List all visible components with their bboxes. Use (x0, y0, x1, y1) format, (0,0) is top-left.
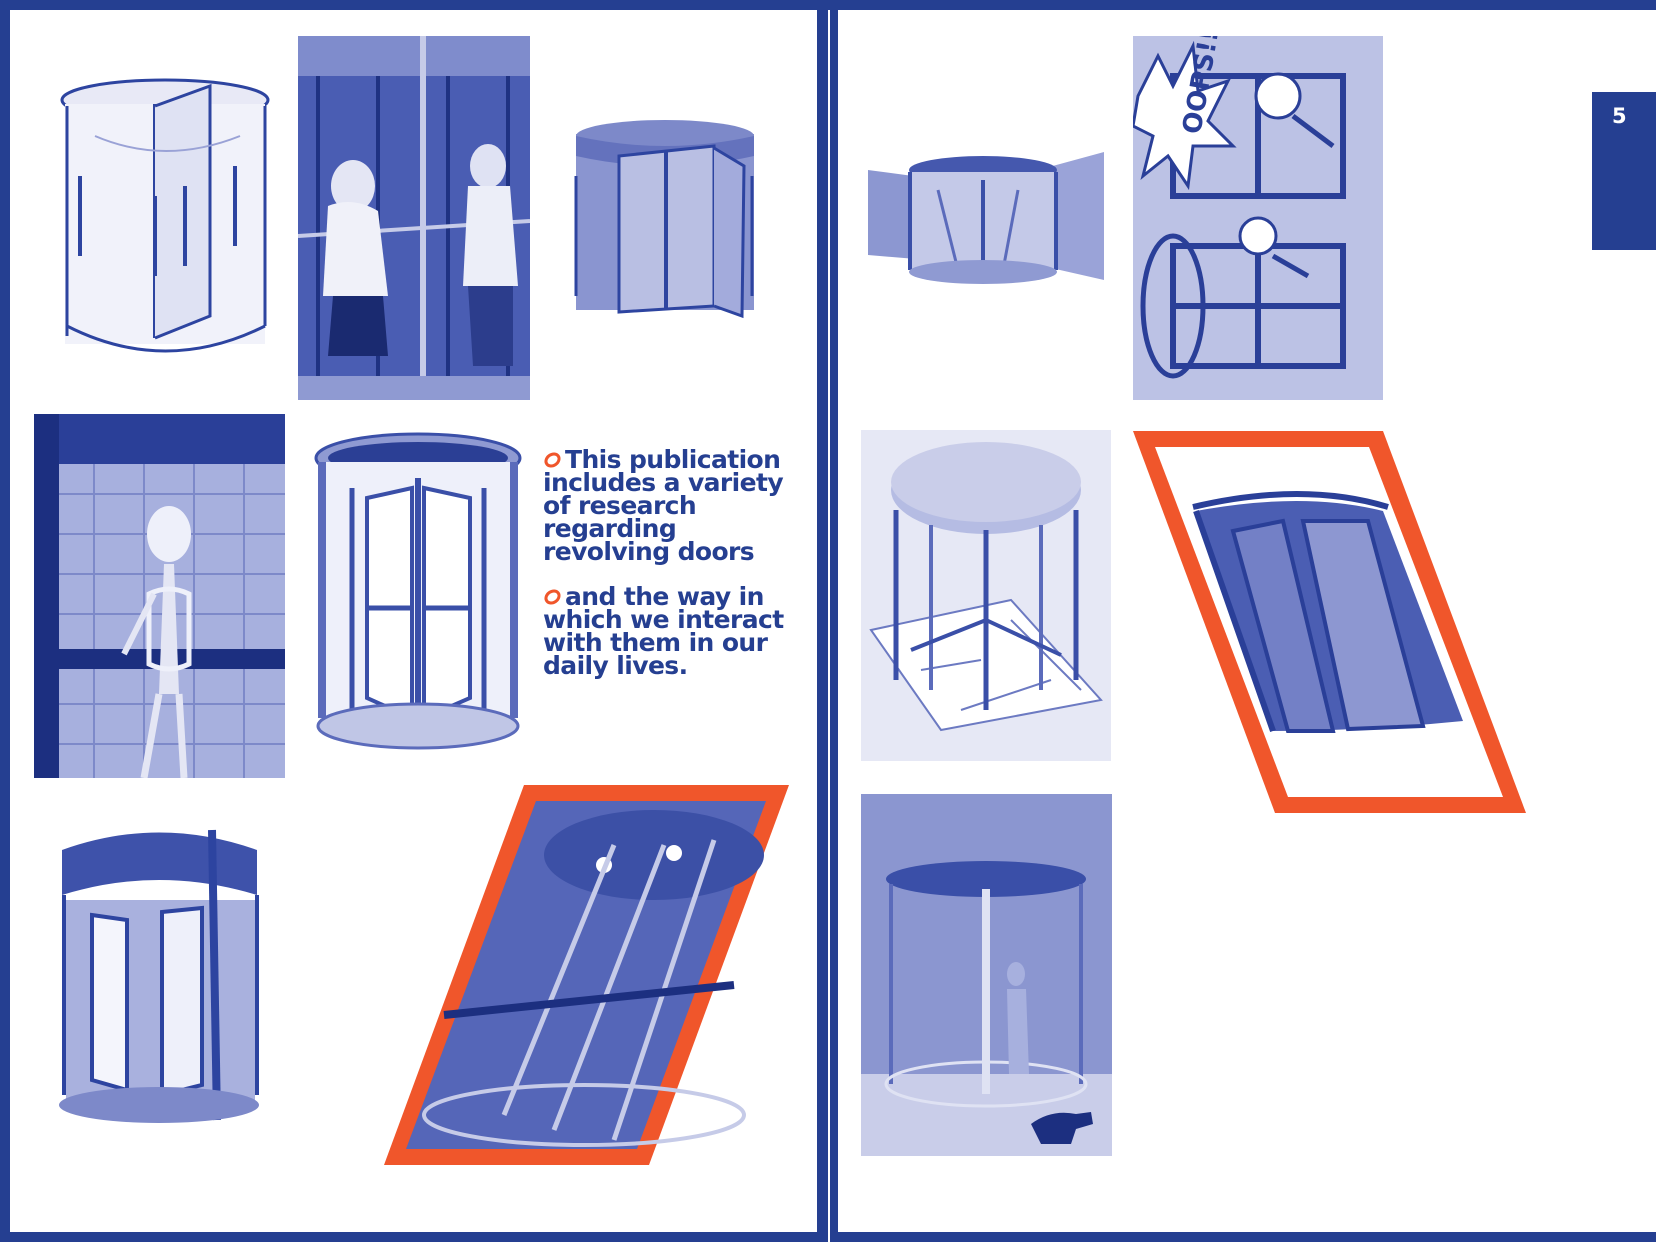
framed-door-image-2 (1133, 431, 1526, 813)
door-image-12 (861, 794, 1112, 1156)
cartoon-image: OOPS!! (1133, 36, 1383, 400)
skeleton-image (34, 414, 285, 778)
door-image-3 (574, 116, 756, 320)
door-image-5 (312, 428, 524, 756)
page-border-left (0, 0, 10, 1242)
intro-paragraph-2: and the way in which we interact with th… (541, 582, 784, 680)
page-number-tab: 5 (1592, 92, 1656, 250)
door-image-2 (298, 36, 530, 400)
door-image-8 (868, 150, 1104, 286)
spine-left (817, 0, 828, 1242)
spine-right-edge (830, 0, 838, 1242)
intro-text: This publication includes a variety of r… (541, 445, 793, 699)
page-border-top (0, 0, 1656, 10)
door-image-10 (861, 430, 1111, 761)
intro-paragraph-1: This publication includes a variety of r… (541, 445, 784, 566)
door-image-1 (55, 76, 275, 378)
framed-door-image-1 (384, 785, 789, 1165)
page-number: 5 (1612, 104, 1627, 128)
door-image-6 (52, 820, 267, 1130)
